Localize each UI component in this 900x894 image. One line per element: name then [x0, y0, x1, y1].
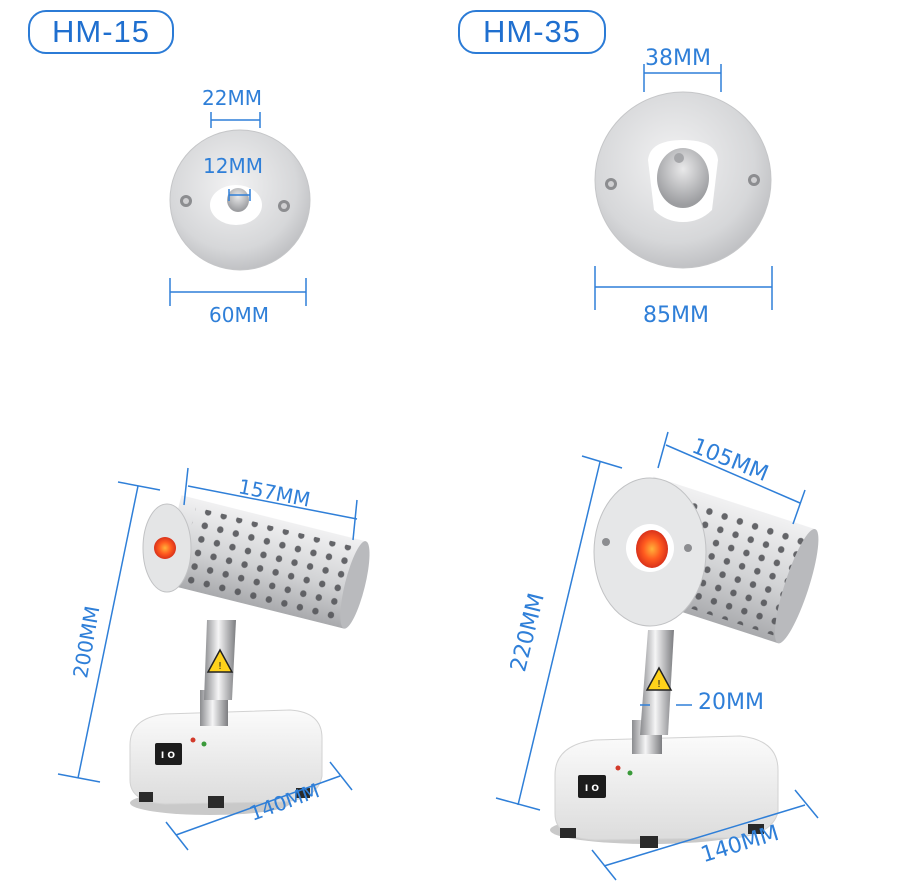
hm35-sterilizer: I O ! [495, 431, 819, 881]
dim-hm35-post: 20MM [698, 690, 764, 715]
hm15-top-view [169, 112, 311, 306]
hm35-top-view [594, 64, 773, 310]
model-name-hm35: HM-35 [482, 14, 581, 49]
hm35-switch-label: I O [585, 784, 599, 794]
dim-hm15-inner: 12MM [203, 154, 263, 178]
model-badge-hm35: HM-35 [458, 10, 606, 54]
hm15-switch-label: I O [161, 751, 175, 761]
dim-hm15-width: 60MM [209, 303, 269, 327]
dim-hm35-width: 85MM [643, 303, 709, 328]
dim-hm35-top: 38MM [645, 46, 711, 71]
model-badge-hm15: HM-15 [28, 10, 174, 54]
dim-hm15-outer-top: 22MM [202, 86, 262, 110]
model-name-hm15: HM-15 [51, 14, 150, 49]
hm15-sterilizer: I O ! [57, 467, 370, 851]
svg-text:!: ! [218, 661, 222, 672]
svg-text:!: ! [657, 679, 661, 690]
